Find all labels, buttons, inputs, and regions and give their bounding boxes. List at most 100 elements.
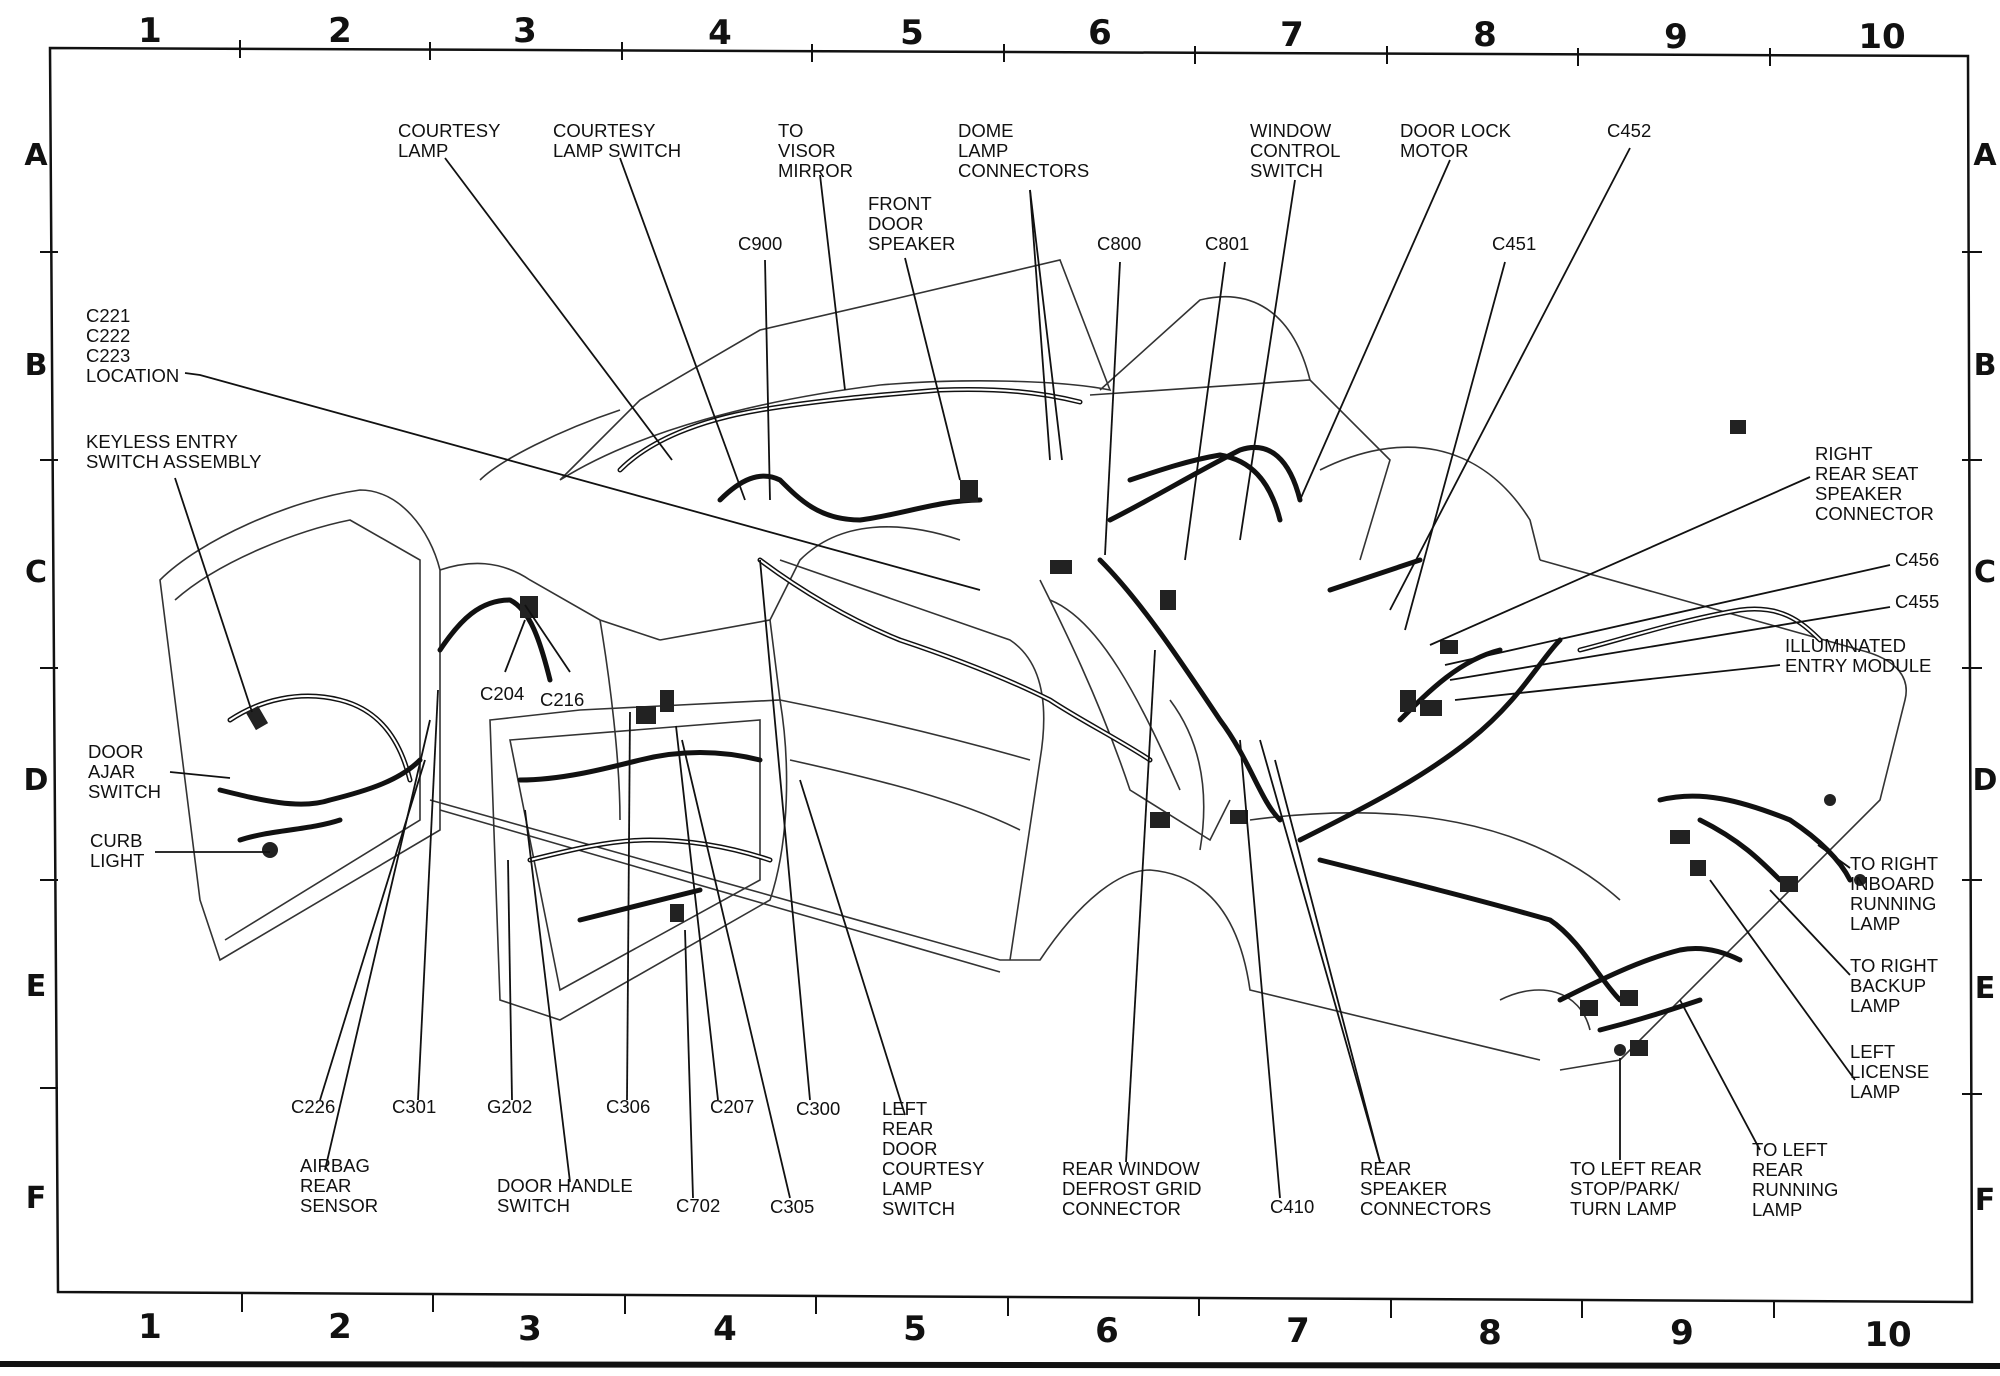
callout-line: C226 — [291, 1096, 335, 1117]
callout-line: SWITCH — [882, 1198, 955, 1219]
callout-line: RIGHT — [1815, 443, 1873, 464]
callout-line: AJAR — [88, 761, 135, 782]
col-label: 8 — [1478, 1313, 1502, 1353]
callout-line: FRONT — [868, 193, 932, 214]
callout-line: LEFT — [1850, 1041, 1895, 1062]
callout-line: RUNNING — [1752, 1179, 1838, 1200]
callout-line: C456 — [1895, 549, 1939, 570]
callout-line: C222 — [86, 325, 130, 346]
col-label: 3 — [513, 11, 537, 51]
callout-line: CURB — [90, 830, 142, 851]
row-label: D — [1973, 763, 1998, 798]
callout-line: CONTROL — [1250, 140, 1340, 161]
callout-line: C800 — [1097, 233, 1141, 254]
callout-line: C223 — [86, 345, 130, 366]
callout-line: C216 — [540, 689, 584, 710]
row-label: C — [25, 555, 47, 590]
callout-line: LICENSE — [1850, 1061, 1929, 1082]
callout-c226: C226 — [291, 1096, 335, 1117]
callout-line: REAR — [882, 1118, 933, 1139]
connector-blocks — [245, 420, 1866, 1056]
callout-line: C204 — [480, 683, 524, 704]
column-labels-top: 1 2 3 4 5 6 7 8 9 10 — [138, 11, 1906, 57]
col-label: 5 — [903, 1309, 927, 1349]
row-label: F — [1975, 1183, 1996, 1218]
callout-line: DOME — [958, 120, 1014, 141]
col-label: 1 — [138, 1307, 162, 1347]
callout-line: LAMP — [1850, 913, 1900, 934]
callout-c456: C456 — [1895, 549, 1939, 570]
col-label: 4 — [708, 13, 732, 53]
callout-line: SWITCH ASSEMBLY — [86, 451, 261, 472]
col-label: 7 — [1280, 15, 1304, 55]
row-label: A — [24, 138, 48, 173]
callout-line: G202 — [487, 1096, 532, 1117]
callout-line: SPEAKER — [1360, 1178, 1447, 1199]
col-label: 3 — [518, 1309, 542, 1349]
callout-line: LIGHT — [90, 850, 144, 871]
row-label: B — [1974, 348, 1997, 383]
diagram-frame — [0, 46, 2000, 1369]
callout-line: COURTESY — [882, 1158, 984, 1179]
callout-line: MIRROR — [778, 160, 853, 181]
callout-line: TO — [778, 120, 803, 141]
callout-line: DOOR LOCK — [1400, 120, 1512, 141]
callout-line: COURTESY — [398, 120, 500, 141]
callout-line: SPEAKER — [868, 233, 955, 254]
callout-line: DOOR HANDLE — [497, 1175, 633, 1196]
car-body-outline — [159, 259, 1907, 1071]
grid-ticks — [40, 40, 1982, 1318]
col-label: 5 — [900, 13, 924, 53]
col-label: 2 — [328, 1307, 352, 1347]
wiring-harnesses — [217, 387, 1853, 1033]
callout-c207: C207 — [710, 1096, 754, 1117]
callout-line: LAMP SWITCH — [553, 140, 681, 161]
leader-lines — [155, 147, 1891, 1199]
callout-line: COURTESY — [553, 120, 655, 141]
callout-line: SWITCH — [1250, 160, 1323, 181]
callout-line: ENTRY MODULE — [1785, 655, 1931, 676]
callout-line: INBOARD — [1850, 873, 1934, 894]
callout-line: STOP/PARK/ — [1570, 1178, 1680, 1199]
callout-line: C702 — [676, 1195, 720, 1216]
callout-line: DOOR — [882, 1138, 938, 1159]
callout-line: SWITCH — [497, 1195, 570, 1216]
callout-line: REAR WINDOW — [1062, 1158, 1200, 1179]
callout-line: C305 — [770, 1196, 814, 1217]
callout-line: REAR SEAT — [1815, 463, 1918, 484]
callout-line: LAMP — [1850, 995, 1900, 1016]
callout-line: REAR — [1360, 1158, 1411, 1179]
callout-line: KEYLESS ENTRY — [86, 431, 238, 452]
col-label: 6 — [1088, 13, 1112, 53]
callout-line: C455 — [1895, 591, 1939, 612]
callout-line: C221 — [86, 305, 130, 326]
callout-line: BACKUP — [1850, 975, 1926, 996]
callout-c301: C301 — [392, 1096, 436, 1117]
callout-line: CONNECTORS — [958, 160, 1089, 181]
callout-line: DEFROST GRID — [1062, 1178, 1201, 1199]
callout-c455: C455 — [1895, 591, 1939, 612]
callout-line: CONNECTOR — [1815, 503, 1934, 524]
row-label: D — [24, 763, 49, 798]
callout-c801: C801 — [1205, 233, 1249, 254]
callout-line: TURN LAMP — [1570, 1198, 1677, 1219]
callout-line: RUNNING — [1850, 893, 1936, 914]
callout-line: TO RIGHT — [1850, 955, 1938, 976]
row-label: B — [25, 348, 48, 383]
callout-line: LOCATION — [86, 365, 179, 386]
